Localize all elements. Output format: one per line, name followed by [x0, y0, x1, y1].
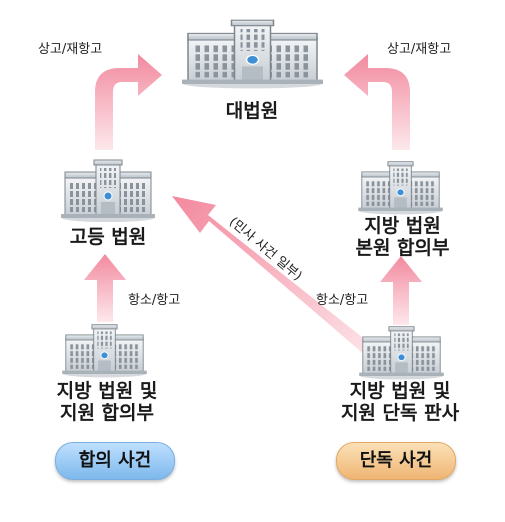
civil-partial-label: (민사 사건 일부) [226, 215, 305, 284]
appeal-right-label: 상고/재항고 [387, 42, 452, 57]
arrow-high-to-supreme [95, 54, 162, 150]
high-court-building-icon [60, 159, 156, 223]
high-court-label: 고등 법원 [69, 226, 147, 248]
district-panel-label-line2: 지원 합의부 [59, 402, 154, 424]
district-panel-building-icon [61, 324, 148, 378]
appeal-left-label: 상고/재항고 [38, 42, 103, 57]
arrow-single-to-main-panel [380, 256, 422, 325]
hangso-left-label: 항소/항고 [128, 293, 181, 308]
single-case-badge: 단독 사건 [336, 442, 456, 480]
hangso-right-label: 항소/항고 [316, 293, 369, 308]
district-panel-label-line1: 지방 법원 및 [56, 380, 158, 402]
arrow-single-to-high [172, 196, 372, 356]
arrow-main-panel-to-supreme [344, 54, 410, 150]
main-panel-label-line2: 본원 합의부 [355, 237, 450, 259]
district-panel-label: 지방 법원 및 지원 합의부 [42, 380, 172, 424]
supreme-court-building-icon [181, 19, 324, 90]
main-panel-label-line1: 지방 법원 [364, 215, 441, 237]
main-panel-label: 지방 법원 본원 합의부 [340, 215, 465, 259]
district-single-label-line2: 지원 단독 판사 [340, 402, 460, 424]
district-single-building-icon [358, 326, 445, 380]
main-panel-building-icon [357, 161, 444, 215]
district-single-label-line1: 지방 법원 및 [349, 380, 451, 402]
district-single-label: 지방 법원 및 지원 단독 판사 [320, 380, 480, 424]
panel-case-badge: 합의 사건 [55, 442, 175, 480]
supreme-court-label: 대법원 [225, 100, 279, 122]
arrow-panel-to-high [84, 254, 126, 322]
